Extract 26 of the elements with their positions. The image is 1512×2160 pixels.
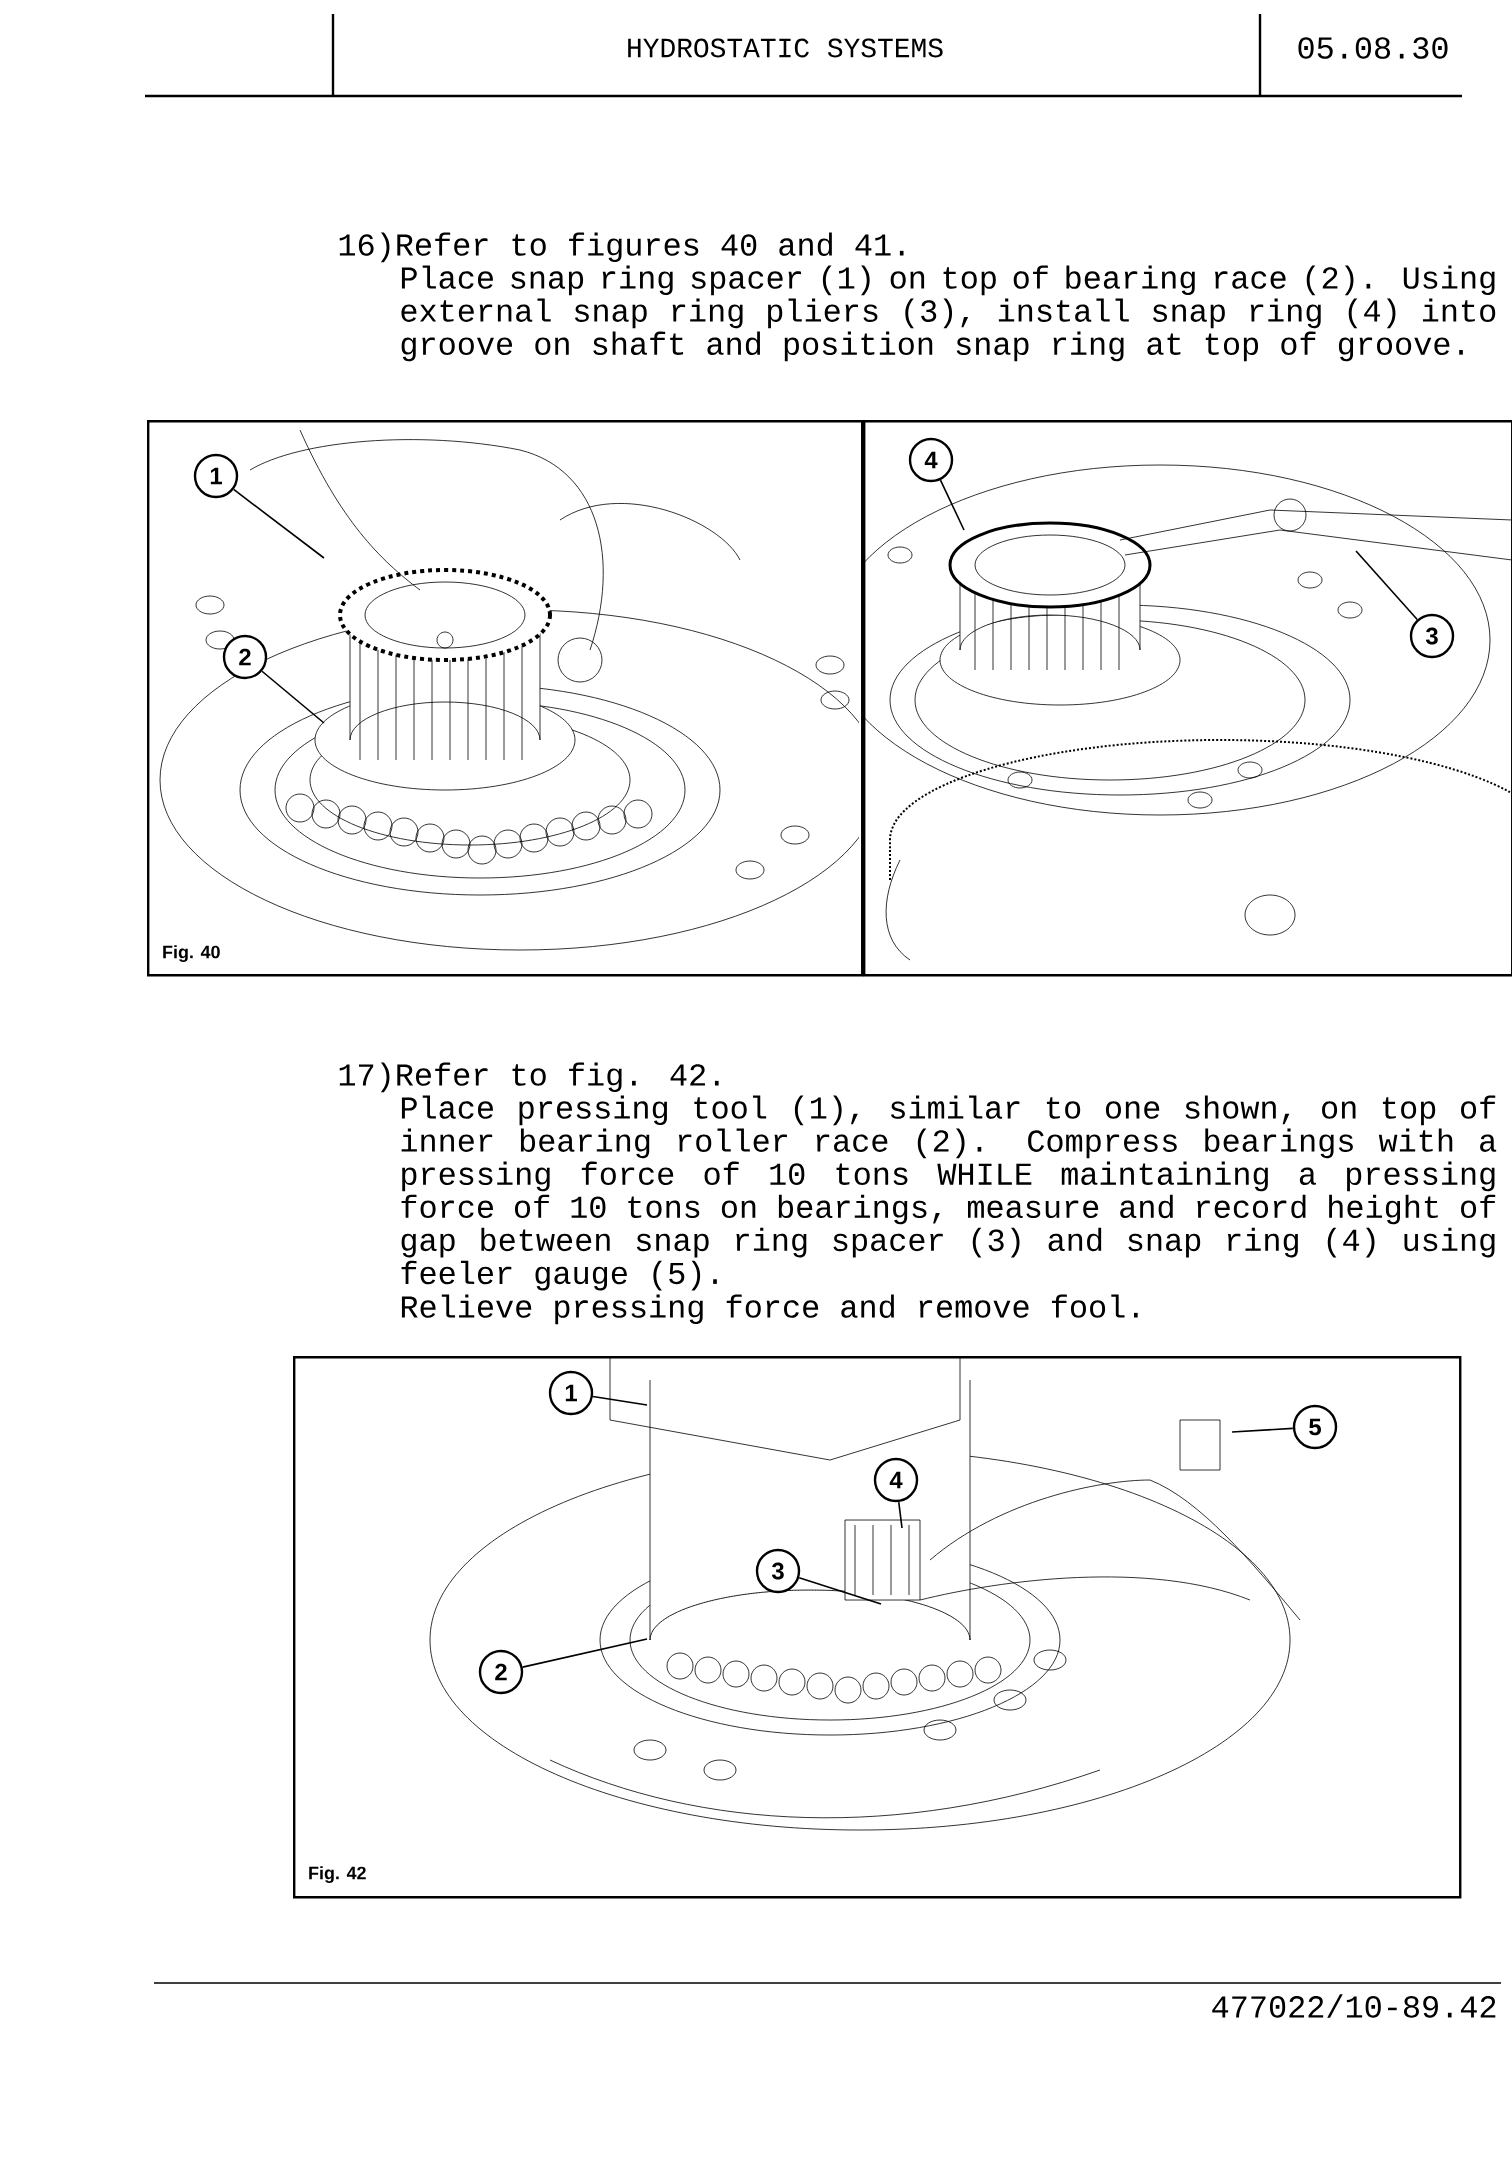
step-heading: 17)Refer to fig. 42. xyxy=(339,1062,719,1093)
callout-number: 1 xyxy=(193,453,239,499)
step-text: Place pressing tool (1), similar to one shown, on top of inner bearing roller race (2). Compress bearings with a pressing force of 10 tons WHILE maintaining a pressing force of 10 tons on bearings, measure and record height of gap between snap ring spacer (3) and snap ring (4) using feeler gauge (5). xyxy=(401,1095,1497,1291)
callout-number: 3 xyxy=(755,1548,801,1594)
leader-line xyxy=(939,479,965,531)
page-title: HYDROSTATIC SYSTEMS xyxy=(628,38,943,58)
step-text: Place snap ring spacer (1) on top of bearing race (2). Using external snap ring pliers (3), install snap ring (4) into groove on shaft and position snap ring at top of groove. xyxy=(401,265,1496,362)
callout-number: 3 xyxy=(1409,613,1455,659)
leader-line xyxy=(592,1395,648,1406)
leader-line xyxy=(897,1501,903,1529)
callout-number: 4 xyxy=(908,437,954,483)
callout-number: 2 xyxy=(478,1649,524,1695)
leader-line xyxy=(261,670,325,724)
leader-line xyxy=(1231,1427,1294,1433)
leader-line xyxy=(1355,550,1419,621)
leader-line xyxy=(232,488,325,559)
document-code: 477022/10-89.42 xyxy=(1212,1994,1496,2018)
leader-line xyxy=(521,1638,648,1668)
callout-number: 4 xyxy=(873,1457,919,1503)
callout-number: 1 xyxy=(548,1370,594,1416)
step-heading: 16)Refer to figures 40 and 41. xyxy=(339,232,904,263)
callout-number: 5 xyxy=(1292,1404,1338,1450)
page-number: 05.08.30 xyxy=(1298,37,1448,59)
leader-line xyxy=(798,1577,882,1605)
step-text: Relieve pressing force and remove fool. xyxy=(401,1294,1138,1325)
callout-number: 2 xyxy=(222,634,268,680)
